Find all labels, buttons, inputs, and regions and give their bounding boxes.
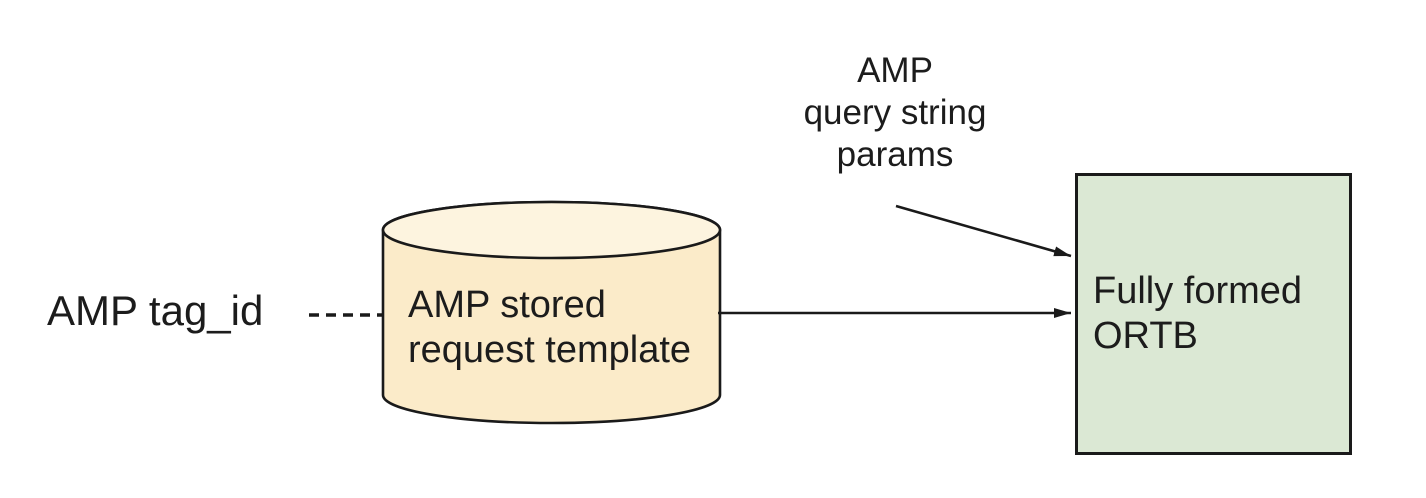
ortb-box-node: Fully formed ORTB — [1075, 173, 1352, 455]
cylinder-top — [381, 200, 722, 260]
arrow-params-to-ortb — [895, 204, 1072, 258]
query-params-label-line3: params — [836, 135, 954, 174]
cylinder-label-line2: request template — [408, 329, 692, 371]
ortb-box-label: Fully formed ORTB — [1078, 269, 1302, 359]
ortb-box-label-line2: ORTB — [1093, 315, 1198, 357]
amp-tag-id-label: AMP tag_id — [47, 287, 264, 334]
cylinder-label: AMP stored request template — [408, 283, 691, 373]
query-params-label: AMP query string params — [804, 50, 987, 176]
cylinder-label-line1: AMP stored — [408, 284, 606, 326]
query-params-label-line1: AMP — [857, 51, 933, 90]
ortb-box-label-line1: Fully formed — [1093, 270, 1303, 312]
query-params-label-line2: query string — [803, 93, 987, 132]
